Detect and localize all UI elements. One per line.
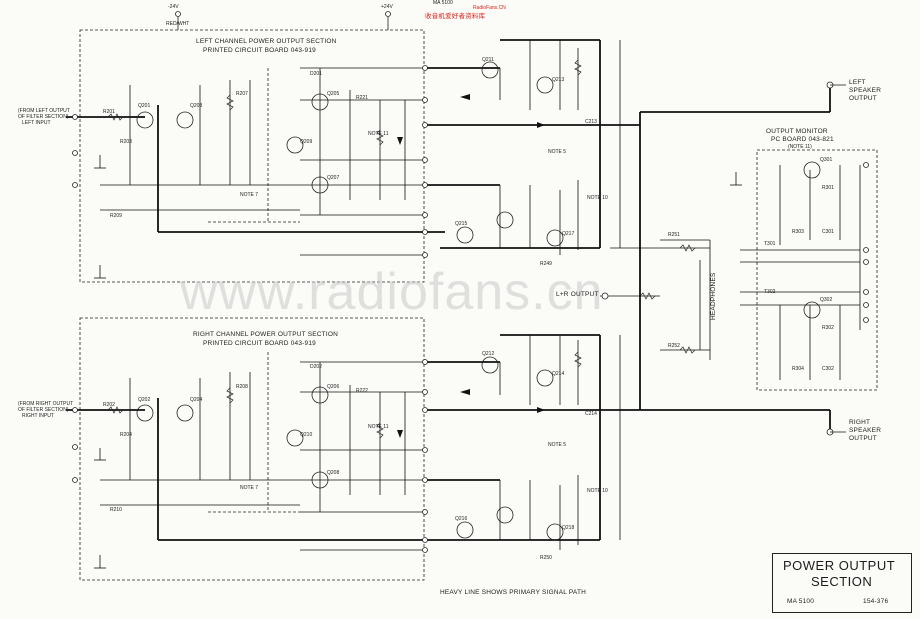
part-label: R203 [120, 139, 132, 145]
lr-output-label: L+R OUTPUT [556, 291, 599, 298]
part-label: Q206 [327, 384, 340, 390]
part-label: T301 [764, 241, 776, 247]
part-label: Q208 [327, 470, 340, 476]
part-label: Q207 [327, 175, 340, 181]
right-input-note: (FROM RIGHT OUTPUT OF FILTER SECTION) [18, 401, 74, 413]
part-label: R249 [540, 261, 552, 267]
part-label: Q216 [455, 516, 468, 522]
note-label: NOTE 5 [548, 149, 567, 155]
watermark-url: RadioFans.CN [473, 5, 506, 11]
monitor-title: OUTPUT MONITOR [766, 128, 828, 135]
part-label: R207 [236, 91, 248, 97]
note-label: NOTE 7 [240, 192, 259, 198]
title-model: MA 5100 [787, 598, 815, 605]
part-label: Q211 [482, 57, 494, 63]
part-label: Q201 [138, 103, 151, 109]
title-line-1: POWER OUTPUT [783, 558, 896, 573]
note-label: NOTE 10 [587, 488, 608, 494]
part-label: R204 [120, 432, 132, 438]
left-board-label: PRINTED CIRCUIT BOARD 043-919 [203, 47, 316, 54]
part-label: R210 [110, 507, 122, 513]
part-label: R202 [103, 402, 115, 408]
watermark-cn: 收音机爱好者资料库 [425, 13, 486, 20]
part-label: R201 [103, 109, 115, 115]
part-label: R251 [668, 232, 680, 238]
part-label: Q202 [138, 397, 151, 403]
note-label: NOTE 10 [587, 195, 608, 201]
part-label: Q204 [190, 397, 203, 403]
part-label: C214 [585, 411, 597, 417]
supply-label-neg: -24V [168, 4, 179, 10]
part-label: Q210 [300, 432, 313, 438]
left-speaker-label: LEFT [849, 79, 866, 86]
left-input-note: (FROM LEFT OUTPUT OF FILTER SECTION) [18, 108, 70, 120]
part-label: Q213 [552, 77, 565, 83]
monitor-note: (NOTE 11) [788, 144, 812, 150]
part-label: D201 [310, 71, 322, 77]
model-top-label: MA 5100 [433, 0, 453, 6]
right-input-label: RIGHT INPUT [22, 413, 54, 419]
part-label: Q203 [190, 103, 203, 109]
supply-wire-color: RED/WHT [166, 21, 190, 27]
part-label: R222 [356, 388, 368, 394]
part-label: Q302 [820, 297, 833, 303]
note-label: NOTE 11 [368, 131, 389, 137]
footer-note: HEAVY LINE SHOWS PRIMARY SIGNAL PATH [440, 589, 587, 596]
part-label: Q218 [562, 525, 575, 531]
note-label: NOTE 11 [368, 424, 389, 430]
right-section-title: RIGHT CHANNEL POWER OUTPUT SECTION [193, 331, 338, 338]
left-speaker-label: SPEAKER [849, 87, 882, 94]
left-input-label: LEFT INPUT [22, 120, 51, 126]
part-label: C213 [585, 119, 597, 125]
part-label: R252 [668, 343, 680, 349]
part-label: R301 [822, 185, 834, 191]
part-label: Q301 [820, 157, 833, 163]
watermark-site: www.radiofans.cn [180, 263, 604, 321]
part-label: Q215 [455, 221, 468, 227]
headphones-label: HEADPHONES [710, 272, 717, 320]
title-part-number: 154-376 [863, 598, 889, 605]
right-board-label: PRINTED CIRCUIT BOARD 043-919 [203, 340, 316, 347]
part-label: R209 [110, 213, 122, 219]
part-label: T302 [764, 289, 776, 295]
left-speaker-label: OUTPUT [849, 95, 877, 102]
supply-label-pos: +24V [381, 4, 393, 10]
note-label: NOTE 7 [240, 485, 259, 491]
part-label: Q217 [562, 231, 575, 237]
part-label: Q205 [327, 91, 340, 97]
part-label: Q214 [552, 371, 565, 377]
part-label: R221 [356, 95, 368, 101]
part-label: R304 [792, 366, 804, 372]
part-label: R250 [540, 555, 552, 561]
part-label: R303 [792, 229, 804, 235]
title-block: POWER OUTPUT SECTION MA 5100 154-376 [772, 553, 912, 613]
part-label: C302 [822, 366, 834, 372]
right-speaker-label: RIGHT [849, 419, 871, 426]
part-label: R302 [822, 325, 834, 331]
part-label: R208 [236, 384, 248, 390]
right-speaker-label: OUTPUT [849, 435, 877, 442]
part-label: D202 [310, 364, 322, 370]
part-label: Q212 [482, 351, 495, 357]
left-section-title: LEFT CHANNEL POWER OUTPUT SECTION [196, 38, 337, 45]
part-label: C301 [822, 229, 834, 235]
note-label: NOTE 5 [548, 442, 567, 448]
monitor-board: PC BOARD 043-821 [771, 136, 834, 143]
part-label: Q209 [300, 139, 313, 145]
right-speaker-label: SPEAKER [849, 427, 882, 434]
title-line-2: SECTION [811, 574, 873, 589]
